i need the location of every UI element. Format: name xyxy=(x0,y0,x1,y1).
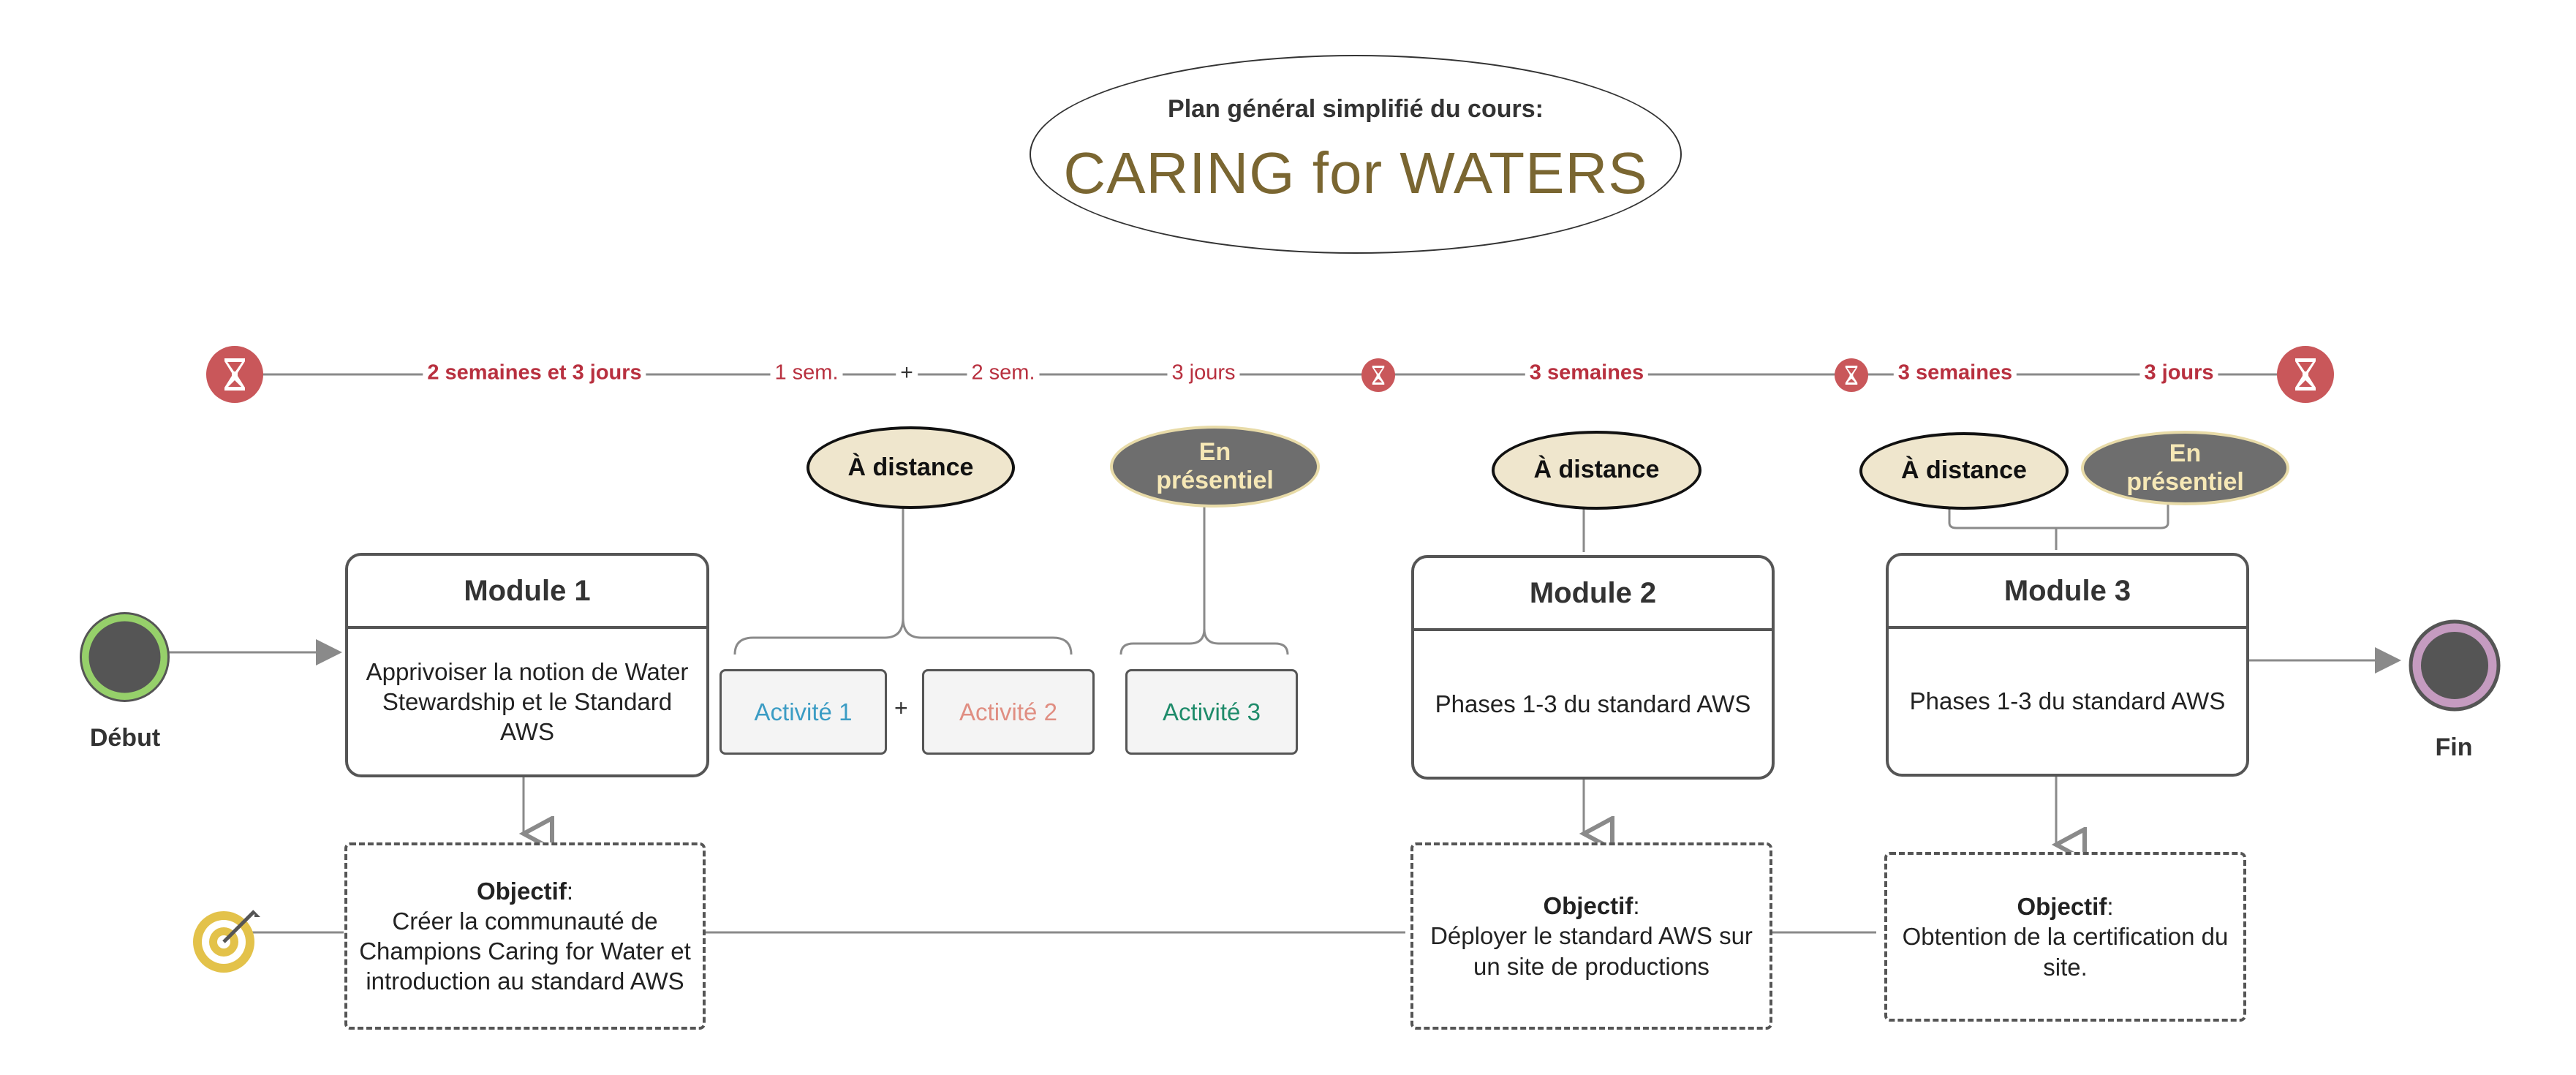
objective-3: Objectif: Obtention de la certification … xyxy=(1884,852,2246,1022)
hourglass-icon xyxy=(2277,346,2334,403)
hourglass-icon xyxy=(1835,358,1868,392)
objective-2: Objectif: Déployer le standard AWS sur u… xyxy=(1410,842,1772,1030)
course-plan-subtitle: Plan général simplifié du cours: xyxy=(1168,94,1544,123)
module-1: Module 1 Apprivoiser la notion de Water … xyxy=(345,553,709,777)
activity-2: Activité 2 xyxy=(922,669,1095,755)
module-2: Module 2 Phases 1-3 du standard AWS xyxy=(1411,555,1775,780)
objective-text: Déployer le standard AWS sur un site de … xyxy=(1430,922,1753,980)
timeline-plus: + xyxy=(896,361,918,385)
mode-distance: À distance xyxy=(807,426,1015,509)
timeline-label-activity3: 3 jours xyxy=(1167,361,1240,385)
activity-1: Activité 1 xyxy=(719,669,887,755)
objective-title: Objectif xyxy=(476,877,567,905)
timeline-label-activity2: 2 sem. xyxy=(967,361,1040,385)
brace-presence-activity3 xyxy=(1119,505,1289,655)
module-title: Module 2 xyxy=(1414,558,1772,631)
start-node xyxy=(80,612,170,702)
module-title: Module 3 xyxy=(1889,556,2246,629)
objective-title: Objectif xyxy=(2017,893,2107,921)
course-title: CARING for WATERS xyxy=(1063,140,1648,205)
mode-distance: À distance xyxy=(1492,431,1701,510)
title-oval: Plan général simplifié du cours: CARING … xyxy=(1030,55,1682,254)
module-3: Module 3 Phases 1-3 du standard AWS xyxy=(1886,553,2249,777)
module-title: Module 1 xyxy=(348,556,706,629)
module-description: Phases 1-3 du standard AWS xyxy=(1909,687,2226,715)
module-description: Apprivoiser la notion de Water Stewardsh… xyxy=(366,657,689,746)
timeline-label-activity1: 1 sem. xyxy=(770,361,843,385)
objective-1: Objectif: Créer la communauté de Champio… xyxy=(344,842,706,1030)
mode-presence: En présentiel xyxy=(2081,431,2289,505)
timeline-label-module2: 3 semaines xyxy=(1525,361,1649,385)
module-description: Phases 1-3 du standard AWS xyxy=(1435,690,1751,717)
target-arrow-icon xyxy=(190,899,266,976)
hourglass-icon xyxy=(1361,358,1395,392)
timeline-label-module1: 2 semaines et 3 jours xyxy=(423,361,646,385)
end-node xyxy=(2409,619,2501,712)
objective-title: Objectif xyxy=(1543,892,1633,920)
start-label: Début xyxy=(89,724,161,752)
objective-text: Obtention de la certification du site. xyxy=(1902,923,2229,981)
objective-text: Créer la communauté de Champions Caring … xyxy=(359,907,691,995)
end-label: Fin xyxy=(2435,733,2473,761)
timeline-label-final: 3 jours xyxy=(2139,361,2218,385)
brace-distance-activities xyxy=(733,505,1073,655)
activity-3: Activité 3 xyxy=(1125,669,1298,755)
hourglass-icon xyxy=(206,346,263,403)
bracket-modes-module3 xyxy=(1948,505,2169,550)
timeline-label-module3: 3 semaines xyxy=(1893,361,2017,385)
activity-plus: + xyxy=(894,695,908,721)
mode-distance: À distance xyxy=(1859,432,2069,510)
mode-presence: En présentiel xyxy=(1110,426,1320,508)
